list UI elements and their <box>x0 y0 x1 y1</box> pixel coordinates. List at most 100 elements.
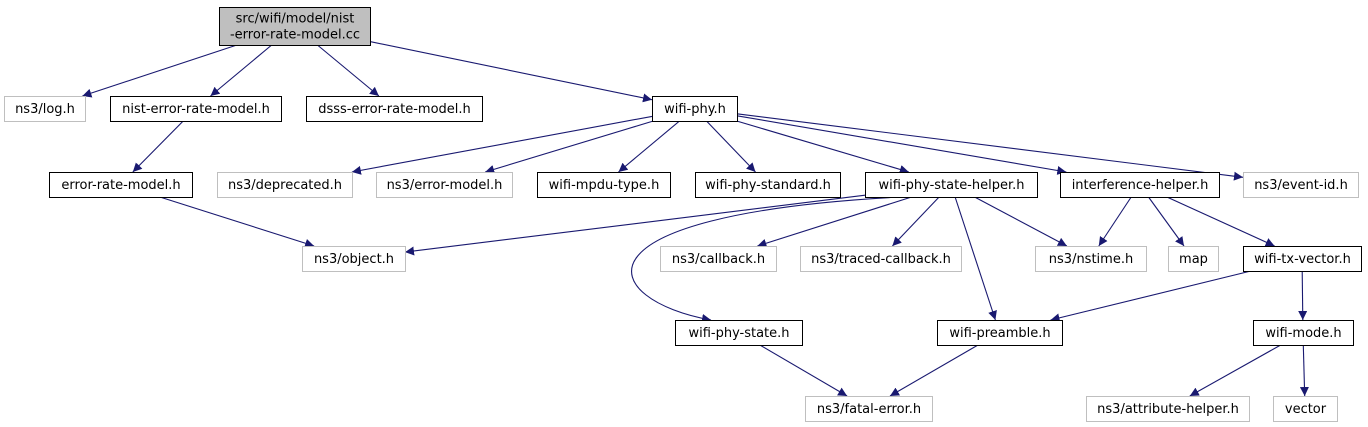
node-eventid: ns3/event-id.h <box>1243 172 1359 198</box>
node-errormodel: ns3/error-model.h <box>376 172 513 198</box>
edge-root-to-nist <box>210 44 273 97</box>
edge-wifiphy-to-mpdu <box>618 120 680 173</box>
node-label: ns3/attribute-helper.h <box>1097 402 1239 417</box>
node-interference[interactable]: interference-helper.h <box>1060 172 1220 198</box>
edge-wifiphy-to-standard <box>706 120 756 173</box>
node-phystate[interactable]: wifi-phy-state.h <box>675 320 803 346</box>
edge-nist-to-erm <box>132 120 184 173</box>
node-label: ns3/callback.h <box>672 252 765 267</box>
edge-statehelper-to-object <box>404 194 866 256</box>
node-box <box>217 172 353 198</box>
edge-statehelper-to-preamble <box>954 196 997 321</box>
node-box <box>110 96 282 122</box>
node-label: wifi-preamble.h <box>949 326 1050 341</box>
node-label: map <box>1179 252 1208 267</box>
node-box <box>49 172 193 198</box>
node-nist[interactable]: nist-error-rate-model.h <box>110 96 282 122</box>
node-label: dsss-error-rate-model.h <box>318 102 471 117</box>
node-label: ns3/nstime.h <box>1049 252 1133 267</box>
node-label: wifi-phy-standard.h <box>705 178 831 193</box>
node-box <box>4 96 86 122</box>
node-box <box>1168 246 1219 272</box>
node-standard[interactable]: wifi-phy-standard.h <box>695 172 841 198</box>
node-callback: ns3/callback.h <box>660 246 777 272</box>
node-label: nist-error-rate-model.h <box>122 102 270 117</box>
edge-txvector-to-mode <box>1298 270 1308 321</box>
node-box <box>1253 320 1354 346</box>
node-label: ns3/traced-callback.h <box>811 252 951 267</box>
node-label: src/wifi/model/nist <box>236 12 355 27</box>
edge-root-to-wifiphy <box>369 41 653 103</box>
node-label: ns3/error-model.h <box>387 178 503 193</box>
edge-interference-to-txvector <box>1166 196 1275 247</box>
edge-txvector-to-preamble <box>1050 270 1252 323</box>
node-txvector[interactable]: wifi-tx-vector.h <box>1243 246 1362 272</box>
node-statehelper[interactable]: wifi-phy-state-helper.h <box>865 172 1038 198</box>
node-traced: ns3/traced-callback.h <box>800 246 962 272</box>
node-mpdu[interactable]: wifi-mpdu-type.h <box>537 172 671 198</box>
node-vector: vector <box>1273 396 1338 422</box>
node-box <box>219 7 371 46</box>
node-label: wifi-mpdu-type.h <box>549 178 660 193</box>
node-box <box>652 96 738 122</box>
edge-statehelper-to-traced <box>892 196 940 247</box>
node-wifiphy[interactable]: wifi-phy.h <box>652 96 738 122</box>
node-label: wifi-phy.h <box>664 102 726 117</box>
node-box <box>675 320 803 346</box>
edge-statehelper-to-nstime <box>974 196 1068 247</box>
node-object: ns3/object.h <box>302 246 406 272</box>
node-box <box>537 172 671 198</box>
edge-root-to-dsss <box>317 44 380 97</box>
node-label: interference-helper.h <box>1072 178 1209 193</box>
node-box <box>1060 172 1220 198</box>
edge-root-to-log <box>82 44 238 98</box>
node-dsss[interactable]: dsss-error-rate-model.h <box>306 96 483 122</box>
edge-interference-to-nstime <box>1098 196 1132 247</box>
node-preamble[interactable]: wifi-preamble.h <box>937 320 1063 346</box>
edge-statehelper-to-callback <box>757 196 912 248</box>
edge-phystate-to-fatal <box>759 344 848 397</box>
nodes: src/wifi/model/nist-error-rate-model.cc n… <box>4 7 1362 422</box>
node-box <box>865 172 1038 198</box>
node-label: ns3/log.h <box>15 102 75 117</box>
edge-preamble-to-fatal <box>889 344 979 397</box>
node-box <box>1243 246 1362 272</box>
edge-wifiphy-to-eventid <box>736 113 1244 181</box>
node-label: ns3/fatal-error.h <box>817 402 921 417</box>
node-label: ns3/deprecated.h <box>228 178 342 193</box>
edge-wifiphy-to-interference <box>736 115 1067 175</box>
node-box <box>937 320 1063 346</box>
node-box <box>695 172 841 198</box>
node-label: vector <box>1285 402 1327 417</box>
node-box <box>306 96 483 122</box>
node-label: ns3/event-id.h <box>1254 178 1348 193</box>
node-label: wifi-phy-state.h <box>688 326 789 341</box>
edge-interference-to-map <box>1148 196 1185 247</box>
node-mode[interactable]: wifi-mode.h <box>1253 320 1354 346</box>
node-label: -error-rate-model.cc <box>230 28 360 43</box>
node-box <box>1035 246 1147 272</box>
node-erm[interactable]: error-rate-model.h <box>49 172 193 198</box>
node-map: map <box>1168 246 1219 272</box>
node-box <box>1086 396 1250 422</box>
node-box <box>800 246 962 272</box>
node-box <box>805 396 933 422</box>
node-attr: ns3/attribute-helper.h <box>1086 396 1250 422</box>
node-box <box>1243 172 1359 198</box>
node-label: wifi-tx-vector.h <box>1254 252 1351 267</box>
node-label: ns3/object.h <box>314 252 394 267</box>
node-box <box>376 172 513 198</box>
edge-wifiphy-to-statehelper <box>736 120 909 174</box>
edges <box>82 41 1309 397</box>
node-box <box>1273 396 1338 422</box>
node-deprecated: ns3/deprecated.h <box>217 172 353 198</box>
node-nstime: ns3/nstime.h <box>1035 246 1147 272</box>
node-log: ns3/log.h <box>4 96 86 122</box>
node-root[interactable]: src/wifi/model/nist-error-rate-model.cc <box>219 7 371 46</box>
node-label: wifi-phy-state-helper.h <box>878 178 1024 193</box>
node-label: error-rate-model.h <box>61 178 180 193</box>
edge-mode-to-attr <box>1189 344 1281 397</box>
edge-wifiphy-to-errormodel <box>485 120 654 174</box>
edge-mode-to-vector <box>1299 344 1309 397</box>
